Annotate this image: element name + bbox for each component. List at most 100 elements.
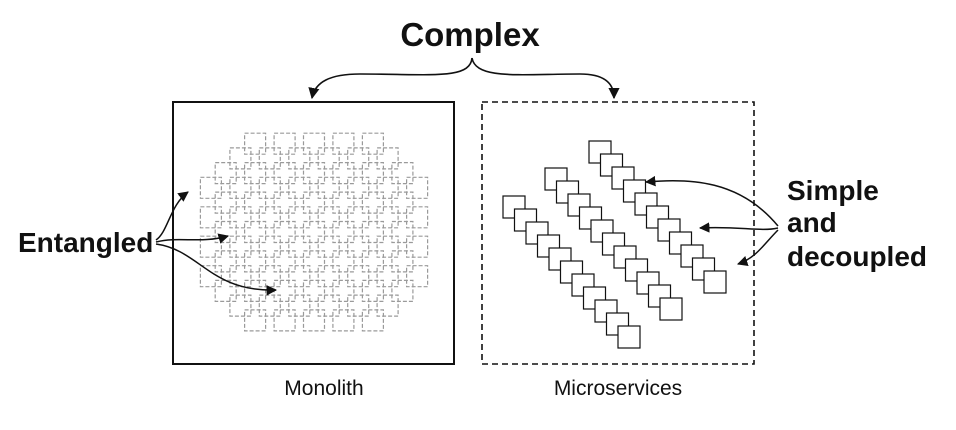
entangled-module-box: [258, 147, 281, 170]
entangled-module-box: [302, 279, 326, 302]
entangled-module-box: [273, 220, 296, 244]
entangled-module-box: [244, 191, 267, 214]
entangled-module-box: [406, 206, 429, 229]
entangled-module-box: [361, 250, 384, 273]
entangled-module-box: [361, 279, 384, 302]
entangled-module-box: [317, 235, 340, 258]
monolith-entangled-modules: [199, 132, 429, 332]
entangled-module-box: [199, 235, 222, 258]
entangled-module-box: [391, 191, 414, 214]
entangled-module-box: [199, 176, 222, 199]
microservices-caption: Microservices: [554, 377, 682, 400]
microservice-box: [703, 270, 727, 294]
entangled-module-box: [214, 279, 237, 302]
entangled-module-box: [244, 132, 267, 155]
entangled-module-box: [347, 147, 370, 170]
entangled-module-box: [361, 162, 384, 185]
entangled-module-box: [288, 235, 311, 258]
entangled-module-box: [361, 220, 384, 244]
microservices-modules: [502, 140, 727, 349]
entangled-module-box: [347, 235, 370, 258]
entangled-module-box: [288, 265, 311, 288]
entangled-module-box: [258, 265, 281, 288]
entangled-module-box: [199, 265, 222, 288]
entangled-module-box: [391, 220, 414, 244]
entangled-module-box: [229, 294, 252, 317]
entangled-module-box: [347, 206, 370, 229]
entangled-module-box: [406, 235, 429, 258]
entangled-module-box: [244, 279, 267, 302]
entangled-module-box: [258, 206, 281, 229]
entangled-module-box: [376, 206, 399, 229]
right-label-line-2: and: [787, 207, 837, 238]
microservice-box: [617, 325, 641, 349]
entangled-module-box: [332, 279, 355, 302]
entangled-module-box: [273, 250, 296, 273]
entangled-module-box: [229, 235, 252, 258]
entangled-module-box: [302, 309, 326, 332]
entangled-module-box: [273, 309, 296, 332]
entangled-module-box: [214, 220, 237, 244]
entangled-module-box: [361, 309, 384, 332]
entangled-module-box: [332, 309, 355, 332]
entangled-module-box: [214, 191, 237, 214]
right-label-line-3: decoupled: [787, 241, 927, 272]
diagram-title: Complex: [400, 16, 540, 53]
entangled-module-box: [244, 220, 267, 244]
entangled-module-box: [376, 294, 399, 317]
complex-arrow-to-monolith: [308, 57, 473, 100]
entangled-module-box: [391, 250, 414, 273]
entangled-module-box: [376, 176, 399, 199]
entangled-module-box: [406, 265, 429, 288]
monolith-panel: [172, 101, 455, 365]
entangled-module-box: [376, 265, 399, 288]
entangled-module-box: [347, 294, 370, 317]
entangled-module-box: [302, 132, 326, 155]
complex-arrow-to-microservices: [471, 57, 620, 100]
entangled-module-box: [406, 176, 429, 199]
entangled-label: Entangled: [18, 227, 153, 258]
entangled-module-box: [199, 206, 222, 229]
entangled-module-box: [273, 279, 296, 302]
decoupled-arrow-1: [644, 175, 779, 227]
entangled-module-box: [317, 294, 340, 317]
entangled-module-box: [376, 147, 399, 170]
entangled-module-box: [288, 294, 311, 317]
entangled-module-box: [332, 250, 355, 273]
entangled-arrow-3: [155, 243, 278, 296]
entangled-module-box: [361, 132, 384, 155]
entangled-arrow-2: [155, 233, 230, 244]
entangled-module-box: [229, 147, 252, 170]
entangled-module-box: [244, 250, 267, 273]
entangled-module-box: [229, 176, 252, 199]
entangled-module-box: [302, 250, 326, 273]
entangled-module-box: [391, 162, 414, 185]
microservices-panel: [481, 101, 755, 365]
entangled-module-box: [244, 162, 267, 185]
entangled-module-box: [332, 132, 355, 155]
entangled-module-box: [361, 191, 384, 214]
entangled-module-box: [214, 162, 237, 185]
simple-and-decoupled-label: Simple and decoupled: [787, 175, 927, 272]
entangled-module-box: [273, 191, 296, 214]
entangled-module-box: [288, 176, 311, 199]
entangled-module-box: [214, 250, 237, 273]
entangled-module-box: [302, 162, 326, 185]
entangled-module-box: [317, 147, 340, 170]
entangled-module-box: [258, 294, 281, 317]
entangled-module-box: [332, 162, 355, 185]
right-label-line-1: Simple: [787, 175, 879, 206]
entangled-module-box: [376, 235, 399, 258]
entangled-module-box: [347, 176, 370, 199]
decoupled-arrow-3: [737, 229, 779, 266]
entangled-module-box: [347, 265, 370, 288]
entangled-module-box: [273, 162, 296, 185]
entangled-module-box: [302, 191, 326, 214]
entangled-module-box: [288, 147, 311, 170]
entangled-module-box: [273, 132, 296, 155]
entangled-arrow-1: [155, 191, 189, 241]
microservice-box: [659, 297, 683, 321]
entangled-module-box: [302, 220, 326, 244]
entangled-module-box: [229, 265, 252, 288]
